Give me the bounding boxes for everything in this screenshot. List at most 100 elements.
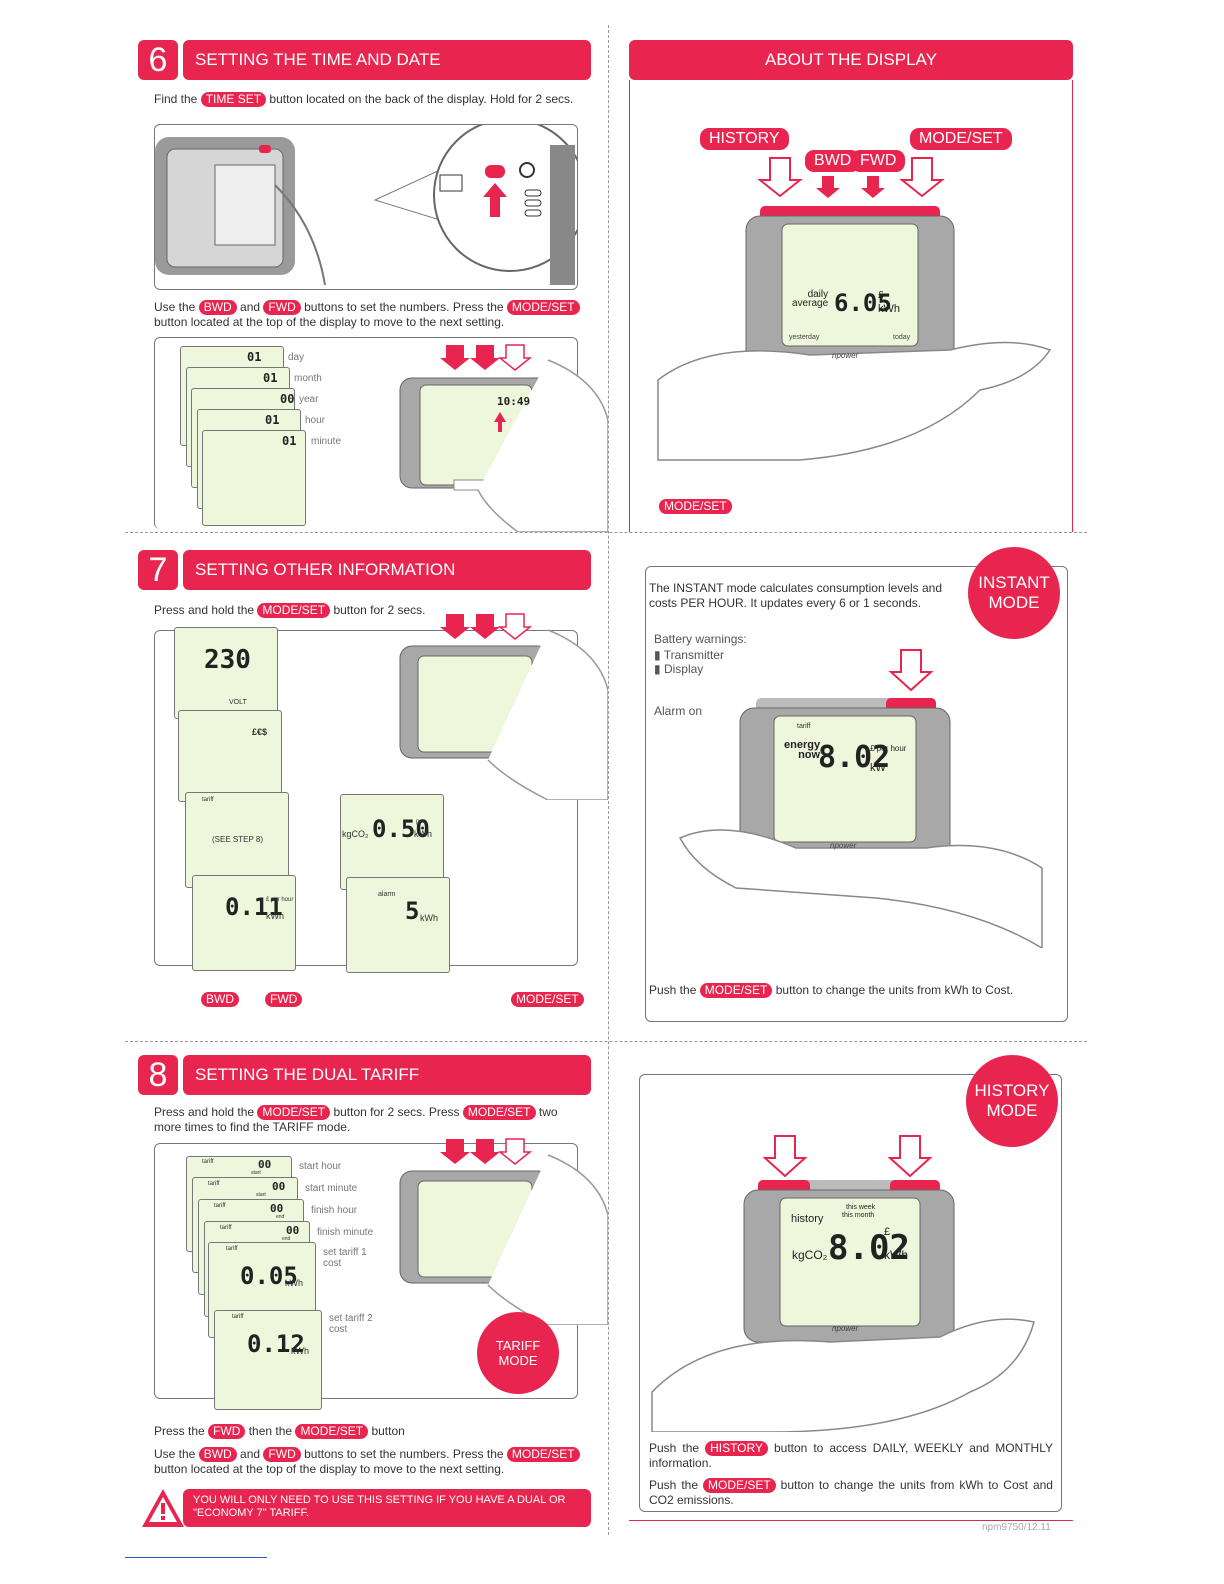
see-step-8: (SEE STEP 8): [212, 835, 263, 844]
finish-minute-sub: end: [282, 1236, 291, 1242]
lcd-co2: [340, 794, 444, 890]
horizontal-divider-2: [125, 1041, 1087, 1042]
about-lcd-value: 6.05: [834, 289, 892, 317]
device-hand-illustration-8: [399, 1138, 608, 1325]
about-modeset-pill: MODE/SET: [659, 499, 732, 514]
start-hour-label: start hour: [299, 1161, 342, 1172]
hour-label: hour: [305, 415, 326, 426]
start-minute-value: 00: [272, 1180, 286, 1193]
tariff1-sub: kWh: [285, 1278, 303, 1288]
tariff1-label: set tariff 1 cost: [323, 1247, 367, 1269]
history-bottom-rule: [629, 1520, 1073, 1521]
about-display-title: ABOUT THE DISPLAY: [629, 40, 1073, 80]
modeset-pill-7b: MODE/SET: [511, 992, 584, 1007]
history-push-instruction: Push the HISTORY button to access DAILY,…: [649, 1441, 1054, 1470]
volt-label: VOLT: [229, 699, 247, 706]
modeset-pill: MODE/SET: [506, 300, 580, 315]
modeset-button-label: MODE/SET: [910, 128, 1012, 150]
fwd-pill-7: FWD: [265, 992, 303, 1007]
fwd-pill: FWD: [263, 300, 301, 315]
day-value: 01: [247, 350, 262, 364]
step-number-7: 7: [138, 550, 178, 590]
modeset-pill-8b: MODE/SET: [462, 1105, 536, 1120]
co2-prefix: kgCO₂: [342, 829, 369, 839]
lcd-currency: [178, 710, 282, 802]
vertical-divider: [608, 25, 609, 1535]
history-button-label: HISTORY: [700, 128, 789, 150]
instant-mode-panel: [645, 566, 1068, 1022]
battery-transmitter: ▮ Transmitter: [654, 648, 724, 662]
horizontal-divider-1: [125, 532, 1087, 533]
fwd-pill-8: FWD: [208, 1424, 246, 1439]
finish-minute-tariff: tariff: [220, 1225, 232, 1231]
footer-link-rule: [125, 1557, 267, 1558]
instant-modeset-pill: MODE/SET: [699, 983, 773, 998]
start-hour-sub: start: [251, 1170, 261, 1176]
instant-lcd-unit-top: £ per hour: [870, 744, 907, 753]
start-hour-value: 00: [258, 1158, 272, 1171]
minute-value: 01: [282, 434, 297, 448]
finish-hour-tariff: tariff: [214, 1203, 226, 1209]
tariff2-tariff: tariff: [232, 1314, 244, 1320]
about-lcd-yesterday: yesterday: [789, 334, 820, 341]
month-value: 01: [263, 371, 278, 385]
history-modeset-instruction: Push the MODE/SET button to change the u…: [649, 1478, 1053, 1507]
currency-symbols: £€$: [252, 727, 268, 737]
section-title-time-date: SETTING THE TIME AND DATE: [183, 40, 591, 80]
history-lcd-unit: kWh: [884, 1248, 908, 1262]
finish-hour-value: 00: [270, 1202, 284, 1215]
lcd-tariff-see-step: [185, 792, 289, 888]
battery-display: ▮ Display: [654, 662, 704, 676]
alarm-value: 5: [405, 897, 420, 925]
clock-value: 10:49: [497, 395, 531, 408]
instant-lcd-unit: kW: [870, 762, 886, 774]
tariff2-sub: kWh: [291, 1346, 309, 1356]
history-brand-logo: npower: [832, 1324, 859, 1333]
fwd-pill-8b: FWD: [263, 1447, 301, 1462]
step-number-8: 8: [138, 1055, 178, 1095]
device-front-hand-illustration: [399, 344, 608, 532]
bwd-pill: BWD: [198, 300, 237, 315]
fwd-button-label: FWD: [851, 150, 906, 172]
tariff2-value: 0.12: [247, 1330, 305, 1358]
instant-push-instruction: Push the MODE/SET button to change the u…: [649, 983, 1014, 998]
lcd-tariff2: [214, 1310, 322, 1410]
alarm-label: alarm: [378, 891, 396, 898]
year-value: 00: [280, 392, 295, 406]
about-brand-logo: npower: [832, 351, 859, 360]
co2-unit-top: per: [416, 819, 425, 825]
price-unit: kWh: [266, 911, 284, 921]
use-bwd-fwd-instruction: Use the BWD and FWD buttons to set the n…: [154, 300, 584, 330]
instant-device-illustration: [678, 649, 1043, 948]
alarm-unit: kWh: [420, 913, 438, 923]
modeset-pill-8d: MODE/SET: [506, 1447, 580, 1462]
price-unit-top: £ per hour: [266, 897, 294, 903]
timeset-pill: TIME SET: [200, 92, 267, 107]
history-pill: HISTORY: [705, 1441, 768, 1456]
bwd-pill-7: BWD: [201, 992, 239, 1007]
history-lcd-prefix: kgCO₂: [792, 1248, 828, 1262]
section-title-dual-tariff: SETTING THE DUAL TARIFF: [183, 1055, 591, 1095]
finish-minute-label: finish minute: [317, 1227, 374, 1238]
tariff-small-label: tariff: [202, 797, 214, 803]
press-hold-instruction: Press and hold the MODE/SET button for 2…: [154, 603, 426, 618]
step-number-6: 6: [138, 40, 178, 80]
dual-tariff-warning: YOU WILL ONLY NEED TO USE THIS SETTING I…: [183, 1489, 591, 1527]
about-panel-border: [629, 80, 1073, 532]
start-hour-tariff: tariff: [202, 1159, 214, 1165]
co2-unit: kWh: [414, 829, 432, 839]
section-title-other-info: SETTING OTHER INFORMATION: [183, 550, 591, 590]
modeset-pill-8a: MODE/SET: [257, 1105, 331, 1120]
volt-value: 230: [204, 645, 251, 675]
history-modeset-pill: MODE/SET: [703, 1478, 776, 1493]
about-lcd-unit: kWh: [878, 303, 900, 315]
instant-lcd-value: 8.02: [818, 740, 891, 775]
lcd-volt: [174, 627, 278, 719]
warning-triangle-icon: [142, 1489, 184, 1527]
history-lcd-label: history: [791, 1213, 824, 1225]
instant-description: The INSTANT mode calculates consumption …: [649, 581, 943, 610]
